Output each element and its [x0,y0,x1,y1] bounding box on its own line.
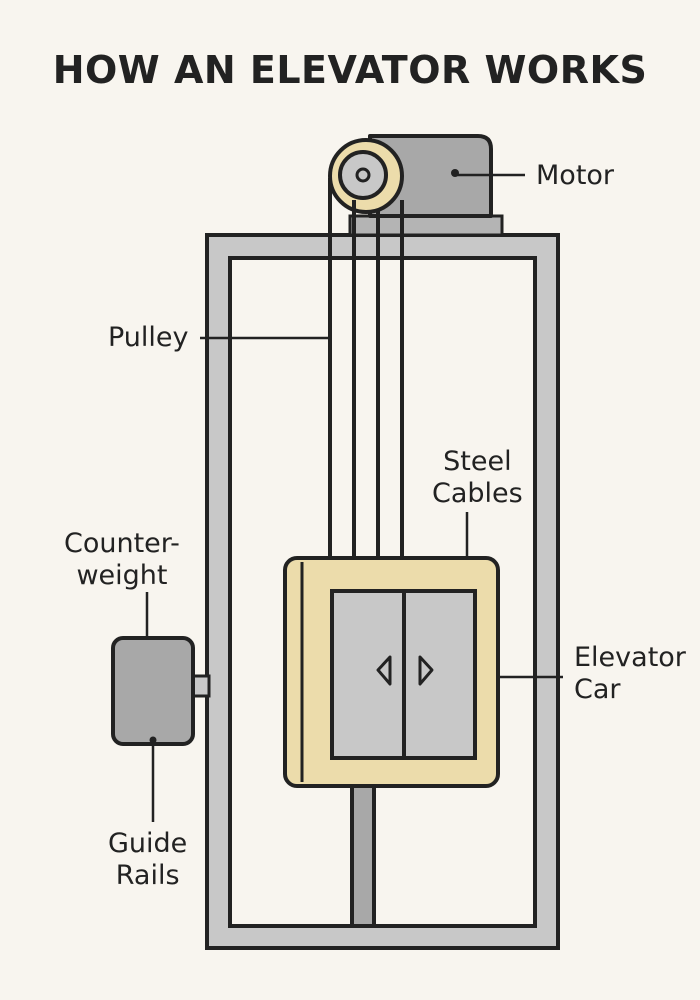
elevator-car [283,556,500,788]
elevator-car-label: Elevator Car [574,642,686,705]
guide-rails-label: Guide Rails [108,828,188,891]
pulley-wheel [328,138,404,214]
guide-rail [350,784,376,928]
leader-lines [145,173,563,822]
motor-label: Motor [536,160,615,191]
counterweight [111,636,211,746]
steel-cables-label: Steel Cables [432,446,523,509]
arrow-right-icon [418,655,434,686]
arrow-left-icon [376,655,392,686]
page-title: HOW AN ELEVATOR WORKS [52,48,648,92]
counterweight-label: Counter- weight [64,528,180,591]
motor [368,134,493,218]
motor-mount [348,214,504,237]
pulley-label: Pulley [108,322,189,353]
